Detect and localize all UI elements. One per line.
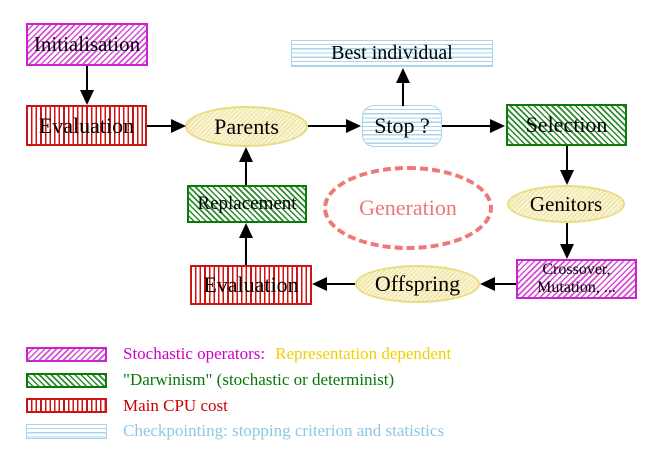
node-crossover-label-line1: Crossover, (542, 261, 611, 278)
node-genitors: Genitors (507, 185, 625, 223)
arrow-line (147, 125, 173, 127)
legend-text-representation: Representation dependent (275, 344, 452, 363)
node-offspring-label: Offspring (374, 271, 461, 296)
node-generation-dashed-ellipse: Generation (323, 166, 493, 250)
arrow-head (480, 277, 495, 291)
arrow-line (86, 66, 88, 91)
node-selection-label: Selection (525, 112, 608, 137)
node-initialisation-label: Initialisation (33, 32, 141, 56)
arrow-head (396, 68, 410, 83)
node-evaluation-top-label: Evaluation (38, 112, 135, 138)
node-stop: Stop ? (362, 105, 442, 147)
node-stop-label: Stop ? (374, 113, 430, 138)
legend-swatch-stochastic-operators (26, 347, 107, 362)
legend-label-darwinism: "Darwinism" (stochastic or determinist) (123, 370, 395, 389)
node-evaluation-top: Evaluation (26, 105, 147, 146)
node-best-individual-label: Best individual (331, 42, 453, 64)
node-evaluation-bottom: Evaluation (190, 265, 312, 305)
node-best-individual: Best individual (291, 40, 493, 67)
node-parents: Parents (185, 106, 308, 147)
arrow-head (239, 147, 253, 162)
arrow-line (442, 125, 491, 127)
node-crossover-mutation: Crossover, Mutation, ... (516, 259, 637, 299)
node-replacement-label: Replacement (197, 193, 297, 214)
node-crossover-label-line2: Mutation, ... (537, 279, 616, 296)
arrow-line (566, 223, 568, 246)
legend-swatch-cpu-cost (26, 398, 107, 413)
node-generation-label: Generation (359, 195, 457, 220)
legend-swatch-darwinism (26, 373, 107, 388)
arrow-head (312, 277, 327, 291)
legend-text-stochastic: Stochastic operators: (123, 344, 266, 363)
arrow-line (327, 283, 355, 285)
arrow-head (490, 119, 505, 133)
legend-swatch-checkpointing (26, 424, 107, 439)
arrow-line (308, 125, 347, 127)
legend-label-cpu-cost: Main CPU cost (123, 396, 228, 415)
node-parents-label: Parents (214, 113, 279, 139)
node-initialisation: Initialisation (26, 23, 148, 66)
arrow-line (402, 82, 404, 106)
arrow-head (239, 223, 253, 238)
arrow-line (245, 161, 247, 185)
arrow-line (495, 283, 516, 285)
node-evaluation-bottom-label: Evaluation (203, 272, 299, 297)
arrow-head (80, 90, 94, 105)
node-genitors-label: Genitors (529, 191, 603, 216)
legend-label-checkpointing: Checkpointing: stopping criterion and st… (123, 421, 445, 440)
legend-label-stochastic-operators: Stochastic operators: Representation depe… (123, 344, 451, 364)
arrow-line (566, 146, 568, 171)
arrow-line (245, 237, 247, 265)
node-offspring: Offspring (355, 265, 480, 303)
arrow-head (346, 119, 361, 133)
node-selection: Selection (506, 104, 627, 146)
arrow-head (560, 170, 574, 185)
arrow-head (560, 244, 574, 259)
arrow-head (171, 119, 186, 133)
node-replacement: Replacement (187, 185, 307, 223)
